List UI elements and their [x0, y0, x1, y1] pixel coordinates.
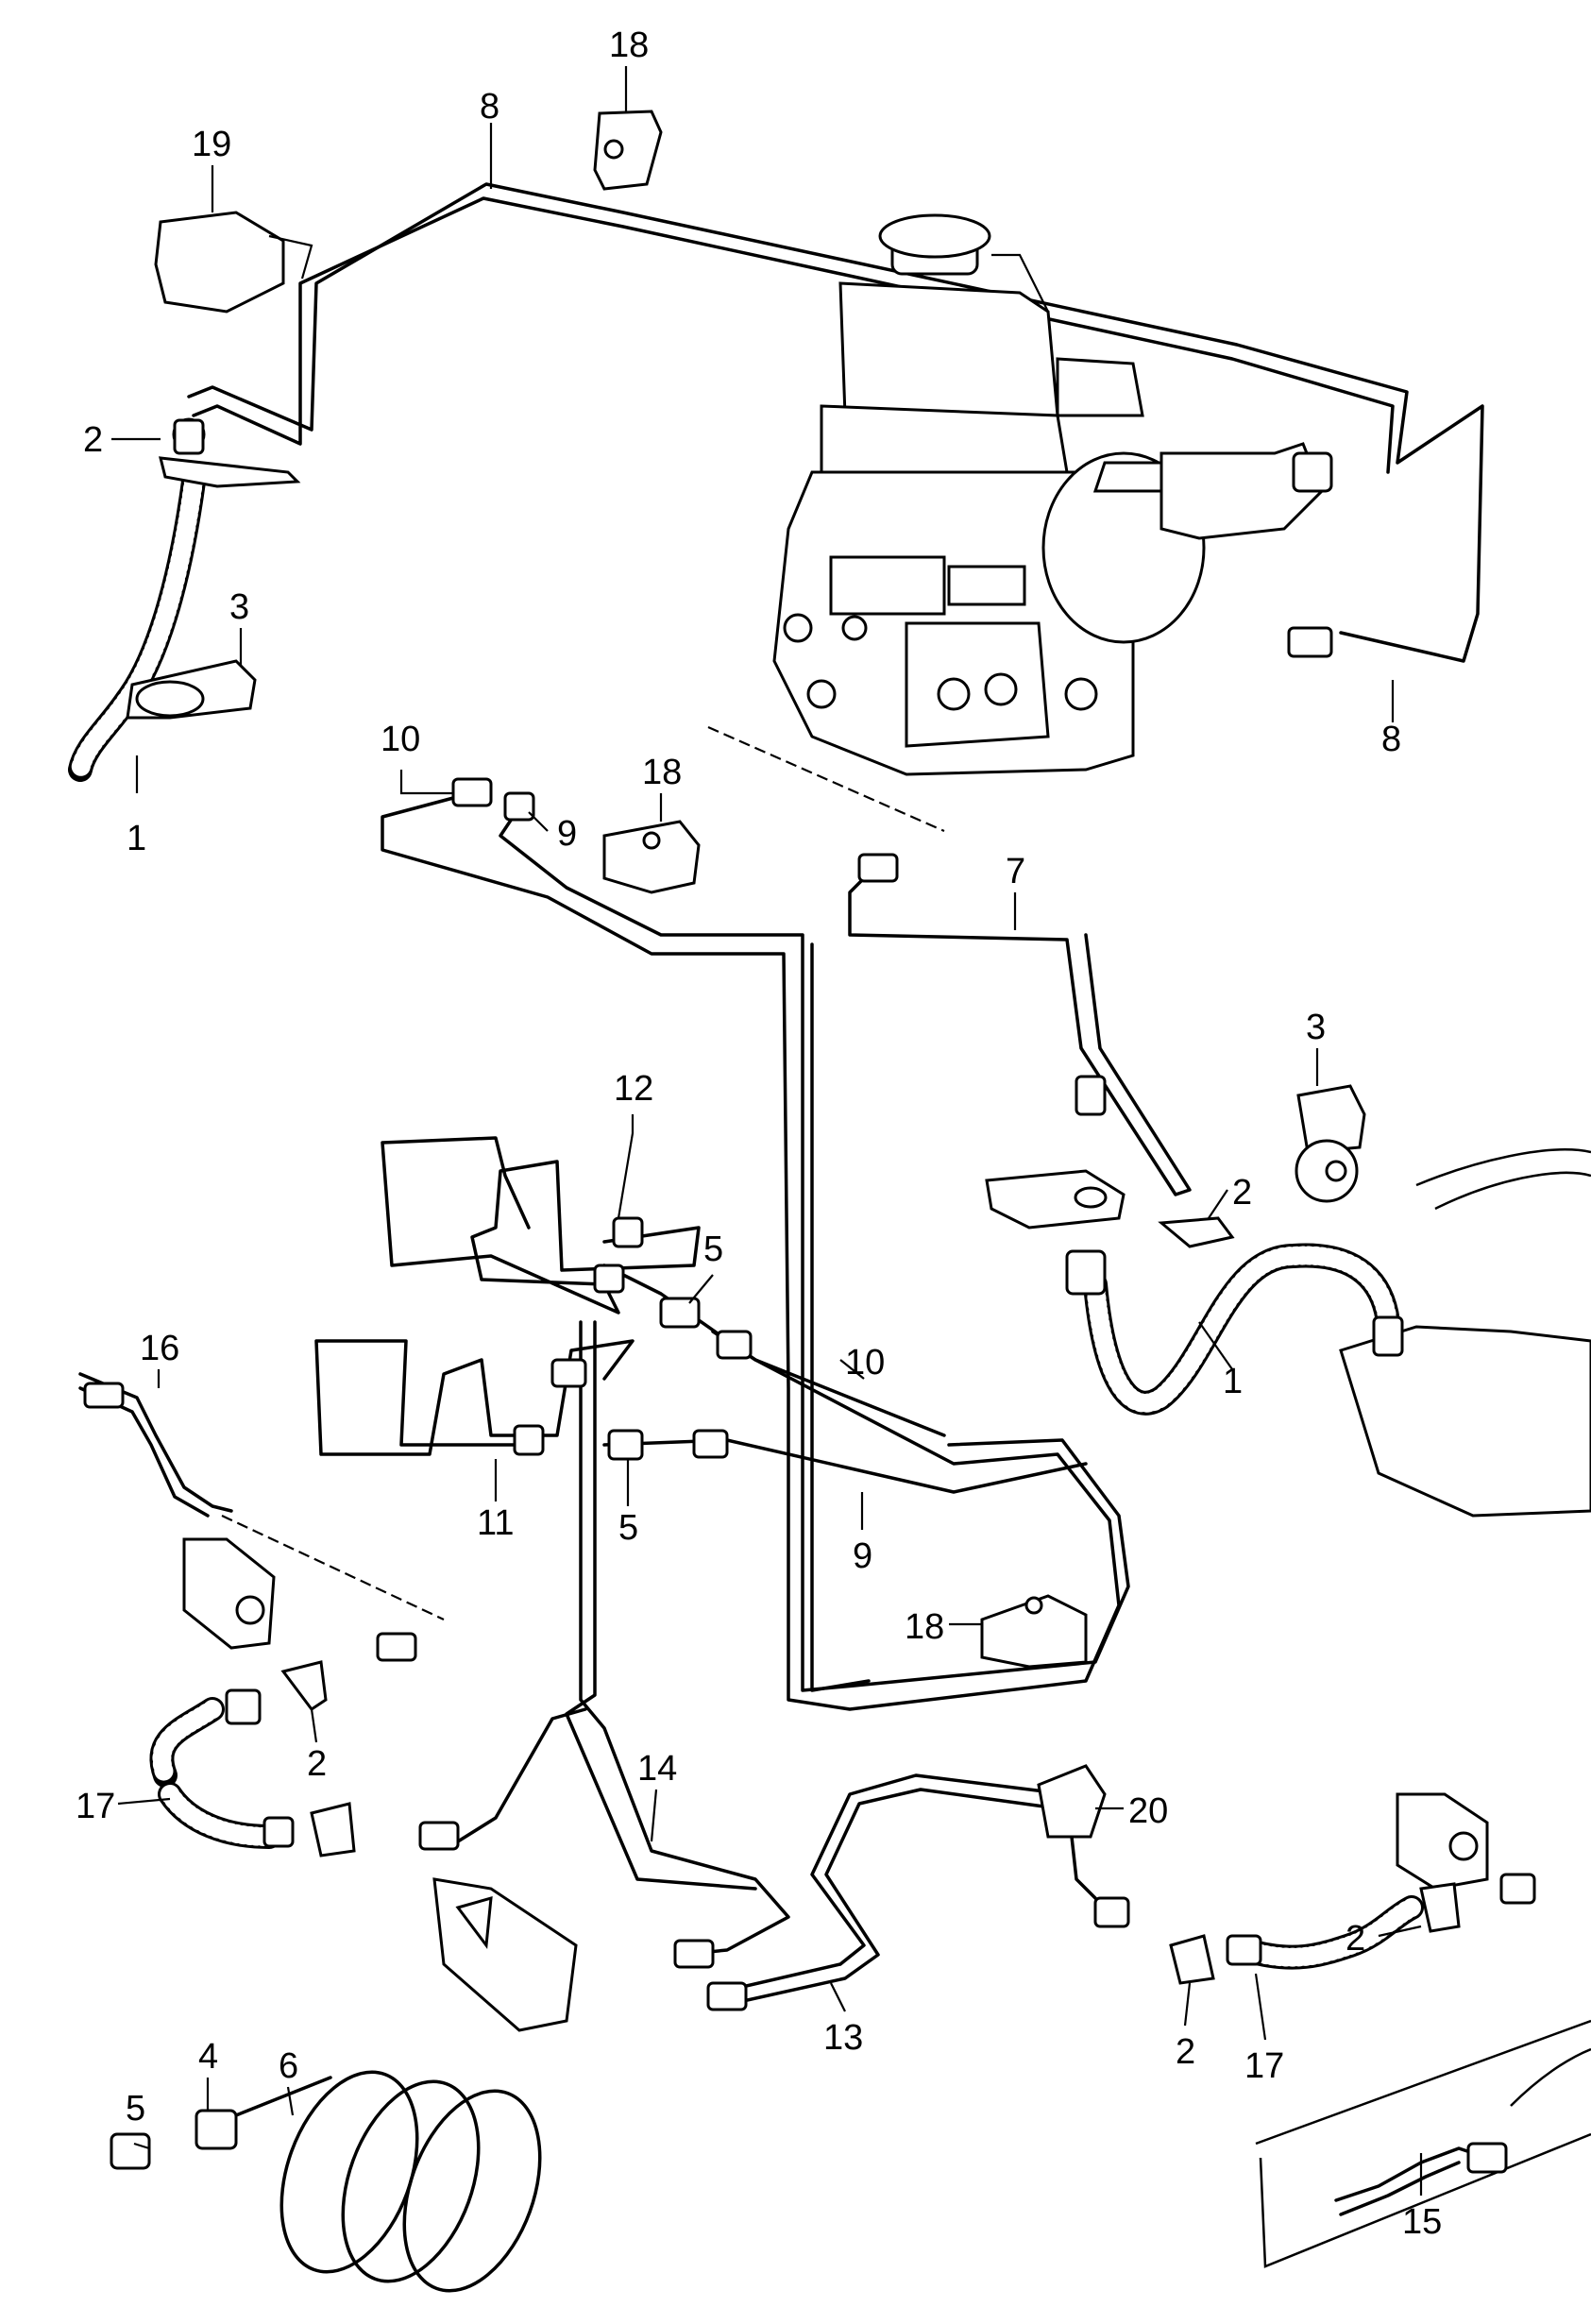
fitting-5-c [716, 1330, 753, 1360]
fitting-14-a [673, 1939, 715, 1969]
callout-5-top: 5 [703, 1230, 723, 1269]
callout-15: 15 [1402, 2202, 1442, 2242]
bracket-block-right [1396, 1792, 1489, 1891]
clip-2-right [1158, 1216, 1235, 1248]
fitting-9 [503, 791, 535, 822]
fitting-left-a [225, 1688, 262, 1725]
callout-14: 14 [637, 1749, 677, 1789]
fitting-7 [857, 853, 899, 883]
callout-11: 11 [477, 1503, 514, 1543]
brake-assembly-right [1339, 1325, 1591, 1518]
callout-17-left: 17 [76, 1787, 115, 1826]
leader-lines [111, 66, 1423, 2196]
clip-20 [1037, 1764, 1107, 1839]
holder-19 [154, 211, 285, 314]
callout-3-right: 3 [1306, 1008, 1326, 1047]
fitting-left-d [262, 1816, 295, 1848]
clip-2-left-b [310, 1802, 356, 1858]
callout-18-mid: 18 [642, 753, 682, 792]
callout-17-right: 17 [1244, 2046, 1284, 2086]
fittings [83, 418, 1536, 2174]
clip-18-mid [602, 820, 701, 894]
fitting-12 [612, 1216, 644, 1248]
bracket-14 [432, 1877, 578, 2032]
fitting-7-lower [1075, 1075, 1107, 1116]
clip-2-lower-a [1419, 1882, 1461, 1933]
callout-8-right: 8 [1381, 720, 1401, 759]
callout-4: 4 [198, 2037, 218, 2077]
fitting-hose-1-right [1065, 1249, 1107, 1296]
callout-2-right: 2 [1232, 1173, 1252, 1213]
fitting-10 [451, 777, 493, 807]
callout-19: 19 [192, 125, 231, 164]
callout-5-mid: 5 [618, 1508, 638, 1548]
fitting-hose-1-top [173, 418, 205, 455]
callout-1-right: 1 [1223, 1362, 1243, 1401]
callout-2-top: 2 [83, 420, 103, 460]
plug-5 [110, 2132, 151, 2170]
fitting-hose-1-right-b [1372, 1315, 1404, 1357]
fitting-5-b [659, 1297, 701, 1329]
callout-2-left: 2 [307, 1744, 327, 1784]
fitting-5-a [593, 1264, 625, 1294]
callout-20: 20 [1128, 1791, 1168, 1831]
clip-2-lower-b [1169, 1934, 1215, 1985]
callout-12: 12 [614, 1069, 653, 1109]
fitting-14-b [706, 1981, 748, 2011]
callout-18-top: 18 [609, 25, 649, 65]
callout-1-left: 1 [127, 819, 146, 858]
fitting-left-b [376, 1632, 417, 1662]
clip-18-top [593, 110, 663, 191]
abs-hydraulic-unit [772, 213, 1333, 776]
callout-labels: 18 8 19 2 3 1 8 10 18 9 7 3 12 2 5 1 10 … [76, 25, 1442, 2242]
callout-18-lower: 18 [905, 1607, 944, 1647]
callout-10-mid: 10 [845, 1343, 885, 1383]
bracket-2-top [159, 456, 301, 488]
callout-16: 16 [140, 1329, 179, 1368]
fitting-8-right [1287, 626, 1333, 658]
bracket-block-left [182, 1537, 276, 1650]
brake-pipes [78, 182, 1489, 2293]
clip-18-lower [980, 1594, 1088, 1669]
fitting-right-upper [1499, 1873, 1536, 1905]
callout-2-lower-right: 2 [1346, 1919, 1365, 1959]
callout-2-lower-mid: 2 [1176, 2032, 1195, 2072]
fitting-17-right [1226, 1934, 1262, 1966]
fitting-11-a [513, 1424, 545, 1456]
fitting-15 [1466, 2142, 1508, 2174]
fitting-11-b [607, 1429, 644, 1461]
brackets-clips [126, 110, 1591, 2268]
callout-13: 13 [823, 2018, 863, 2058]
callout-9-lower: 9 [853, 1536, 872, 1576]
callout-6: 6 [279, 2046, 298, 2086]
callout-5-bottom: 5 [126, 2089, 145, 2129]
callout-8-top: 8 [480, 87, 499, 127]
callout-10-top: 10 [381, 720, 420, 759]
clip-2-left-a [280, 1660, 328, 1712]
fitting-12-lower [550, 1358, 587, 1388]
grommet-3-right [1296, 1084, 1366, 1154]
fitting-16 [83, 1382, 125, 1409]
union-4 [195, 2109, 238, 2150]
fitting-left-c [418, 1821, 460, 1851]
fitting-11-c [692, 1429, 729, 1459]
bracket-plate-right [985, 1169, 1126, 1230]
callout-7: 7 [1006, 852, 1025, 891]
callout-9-top: 9 [557, 814, 577, 854]
callout-3-left: 3 [229, 587, 249, 627]
fitting-13 [1093, 1896, 1130, 1928]
